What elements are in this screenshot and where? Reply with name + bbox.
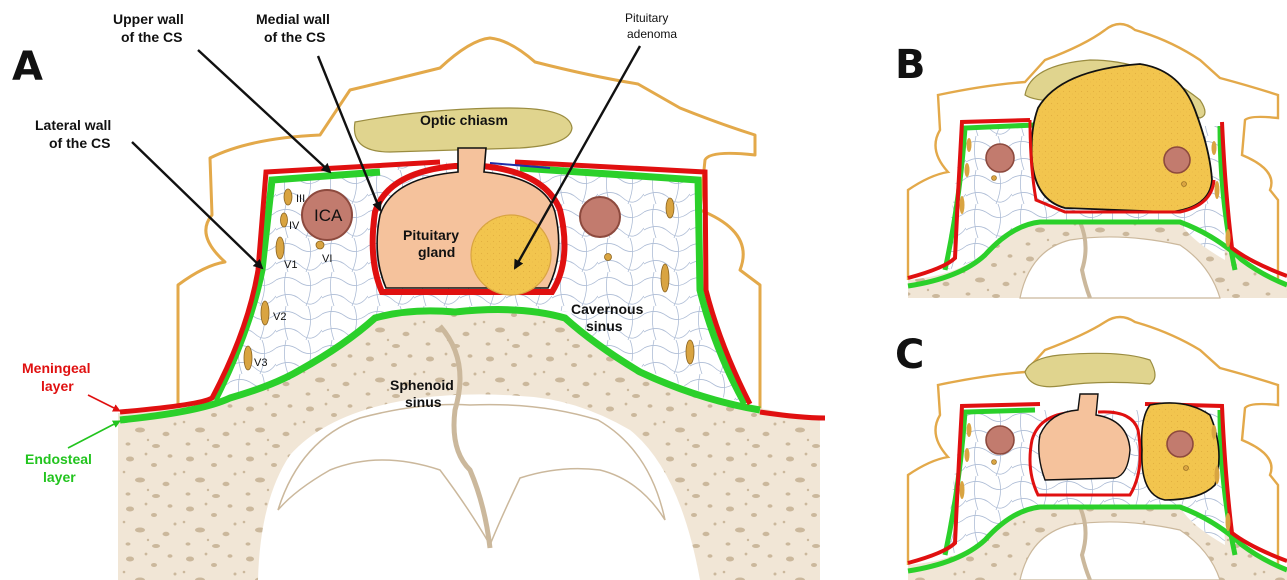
label-lateral-wall-1: Lateral wall bbox=[35, 117, 111, 133]
optic-chiasm-c bbox=[1025, 353, 1155, 386]
nerve-III-left bbox=[284, 189, 292, 205]
nerve-V2-left bbox=[261, 301, 269, 325]
label-upper-wall-1: Upper wall bbox=[113, 11, 184, 27]
nerve-b-1 bbox=[967, 138, 972, 152]
label-medial-wall-2: of the CS bbox=[264, 29, 325, 45]
nerve-b-3 bbox=[960, 196, 965, 214]
ica-left-c bbox=[986, 426, 1014, 454]
panel-label-c: C bbox=[895, 332, 924, 378]
label-sphenoid-2: sinus bbox=[405, 394, 442, 410]
nerve-right-3 bbox=[686, 340, 694, 364]
label-adenoma-1: Pituitary bbox=[625, 11, 668, 25]
nerve-b-4 bbox=[1212, 141, 1217, 155]
label-ica: ICA bbox=[314, 206, 343, 225]
nerve-vi-left-c bbox=[992, 460, 997, 465]
nerve-b-5 bbox=[1215, 181, 1220, 199]
panel-c: C bbox=[895, 317, 1287, 580]
nerve-V3-left bbox=[244, 346, 252, 370]
label-gland-1: Pituitary bbox=[403, 227, 459, 243]
panel-a: A Upper wall of the CS Medial wall of th… bbox=[12, 11, 825, 580]
nerve-b-2 bbox=[965, 163, 970, 177]
label-endosteal-2: layer bbox=[43, 469, 76, 485]
nerve-label-IV: IV bbox=[289, 220, 300, 232]
panel-label-a: A bbox=[12, 44, 43, 90]
nerve-label-V2: V2 bbox=[273, 311, 286, 323]
label-endosteal-1: Endosteal bbox=[25, 451, 92, 467]
nerve-c-2 bbox=[965, 448, 970, 462]
label-optic-chiasm: Optic chiasm bbox=[420, 112, 508, 128]
panel-label-b: B bbox=[895, 42, 926, 88]
label-cavernous-2: sinus bbox=[586, 318, 623, 334]
arrow-meningeal bbox=[88, 395, 120, 411]
nerve-label-V3: V3 bbox=[254, 357, 267, 369]
nerve-vi-right-c bbox=[1184, 466, 1189, 471]
nerve-vi-left-b bbox=[992, 176, 997, 181]
label-sphenoid-1: Sphenoid bbox=[390, 377, 454, 393]
label-gland-2: gland bbox=[418, 244, 455, 260]
nerve-vi-right-b bbox=[1182, 182, 1187, 187]
nerve-c-3 bbox=[960, 481, 965, 499]
ica-right-c bbox=[1167, 431, 1193, 457]
nerve-right-1 bbox=[666, 198, 674, 218]
label-lateral-wall-2: of the CS bbox=[49, 135, 110, 151]
nerve-b-6 bbox=[1226, 229, 1231, 247]
ica-right bbox=[580, 197, 620, 237]
nerve-V1-left bbox=[276, 237, 284, 259]
label-meningeal-1: Meningeal bbox=[22, 360, 90, 376]
nerve-right-2 bbox=[661, 264, 669, 292]
nerve-VI-left bbox=[316, 241, 324, 249]
nerve-c-1 bbox=[967, 423, 972, 437]
nerve-c-5 bbox=[1215, 466, 1220, 484]
nerve-label-III: III bbox=[296, 193, 305, 205]
label-cavernous-1: Cavernous bbox=[571, 301, 644, 317]
nerve-VI-right bbox=[605, 254, 612, 261]
nerve-label-VI: VI bbox=[322, 253, 332, 265]
nerve-IV-left bbox=[281, 213, 288, 227]
nerve-c-6 bbox=[1226, 513, 1231, 531]
panel-b: B bbox=[895, 24, 1287, 298]
label-upper-wall-2: of the CS bbox=[121, 29, 182, 45]
label-meningeal-2: layer bbox=[41, 378, 74, 394]
ica-left-b bbox=[986, 144, 1014, 172]
label-adenoma-2: adenoma bbox=[627, 27, 677, 41]
nerve-label-V1: V1 bbox=[284, 259, 297, 271]
arrow-endosteal bbox=[68, 421, 120, 448]
nerve-c-4 bbox=[1212, 425, 1217, 439]
ica-right-b bbox=[1164, 147, 1190, 173]
label-medial-wall-1: Medial wall bbox=[256, 11, 330, 27]
